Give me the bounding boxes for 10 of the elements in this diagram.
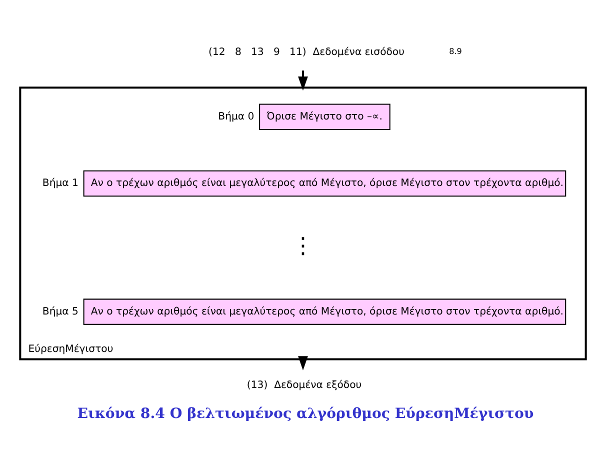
- label: ⋮: [292, 232, 314, 259]
- node-text: (13) Δεδομένα εξόδου: [246, 380, 362, 392]
- label: 8.9: [449, 46, 462, 56]
- node-label: Βήμα 0: [218, 111, 254, 122]
- node-text: (12 8 13 9 11) Δεδομένα εισόδου: [208, 46, 404, 58]
- arrow: [298, 356, 308, 370]
- caption: Εικόνα 8.4 Ο βελτιωμένος αλγόριθμος ΕύρεσηΜέγιστου: [77, 406, 534, 422]
- node-label: Βήμα 5: [42, 306, 78, 318]
- node-label: Βήμα 1: [42, 178, 78, 190]
- arrow: [298, 70, 308, 91]
